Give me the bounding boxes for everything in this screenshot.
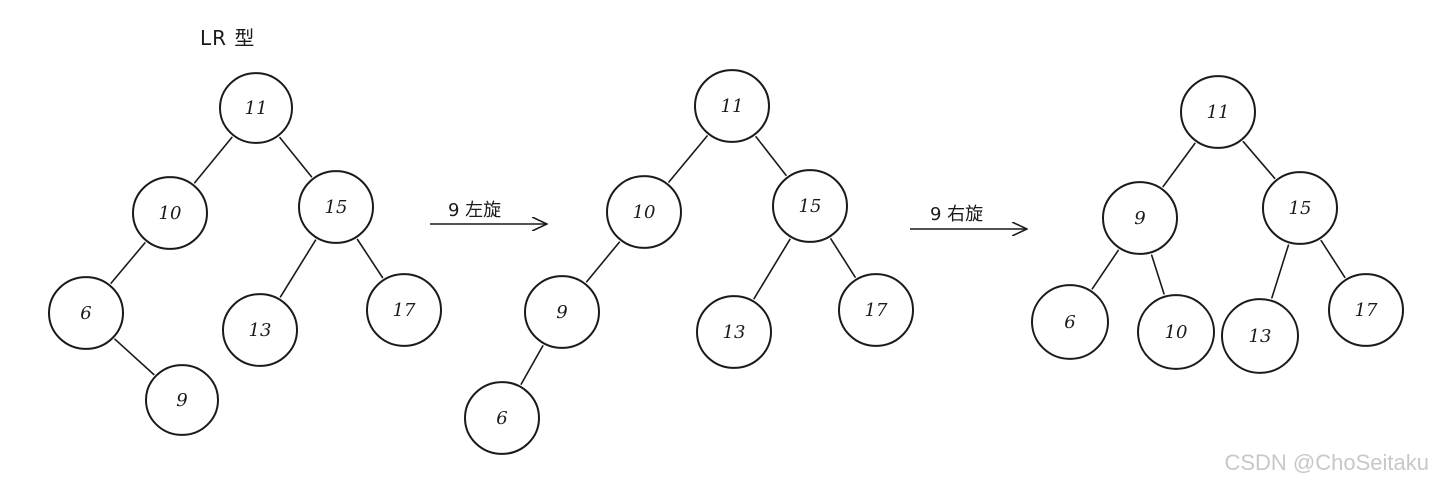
tree2-node-circle bbox=[464, 381, 540, 455]
tree3-node-label: 11 bbox=[1207, 102, 1230, 123]
tree2-edge-11-10 bbox=[668, 135, 708, 183]
tree3-edge-11-15 bbox=[1242, 140, 1276, 180]
tree1-node-circle bbox=[298, 170, 374, 244]
tree2-node-10: 10 bbox=[606, 175, 682, 249]
tree3-node-label: 13 bbox=[1249, 326, 1272, 347]
tree1-edge-11-10 bbox=[193, 136, 233, 184]
tree2-node-label: 13 bbox=[723, 322, 746, 343]
tree3-node-label: 10 bbox=[1165, 322, 1188, 343]
tree1-node-13: 13 bbox=[222, 293, 298, 367]
tree1-node-circle bbox=[132, 176, 208, 250]
tree1-node-label: 17 bbox=[393, 300, 416, 321]
tree2-node-circle bbox=[694, 69, 770, 143]
tree2-node-11: 11 bbox=[694, 69, 770, 143]
tree2-edge-10-9 bbox=[585, 241, 621, 283]
tree2-edge-15-17 bbox=[830, 238, 856, 278]
tree1-node-circle bbox=[222, 293, 298, 367]
tree3-node-circle bbox=[1180, 75, 1256, 149]
tree1-node-label: 11 bbox=[245, 98, 268, 119]
arrows-layer bbox=[430, 224, 1026, 229]
tree2-node-label: 10 bbox=[633, 202, 656, 223]
tree1-node-circle bbox=[145, 364, 219, 436]
tree1-node-11: 11 bbox=[219, 72, 293, 144]
tree2-node-17: 17 bbox=[838, 273, 914, 347]
tree3-node-label: 6 bbox=[1064, 312, 1075, 333]
step1-label: 9 左旋 bbox=[448, 200, 502, 221]
tree3-node-label: 17 bbox=[1355, 300, 1378, 321]
tree2-node-13: 13 bbox=[696, 295, 772, 369]
tree3-node-circle bbox=[1137, 294, 1215, 370]
tree1-node-6: 6 bbox=[48, 276, 124, 350]
step2-label: 9 右旋 bbox=[930, 204, 984, 225]
tree2-node-circle bbox=[606, 175, 682, 249]
tree2-node-circle bbox=[772, 169, 848, 243]
tree1-edge-15-17 bbox=[356, 238, 384, 279]
tree1-node-label: 10 bbox=[159, 203, 182, 224]
tree2-node-9: 9 bbox=[524, 275, 600, 349]
tree1-node-label: 15 bbox=[325, 197, 348, 218]
tree2-node-label: 17 bbox=[865, 300, 888, 321]
tree2-node-circle bbox=[524, 275, 600, 349]
watermark: CSDN @ChoSeitaku bbox=[1224, 450, 1429, 475]
tree3-edge-15-17 bbox=[1320, 239, 1346, 279]
tree2-node-15: 15 bbox=[772, 169, 848, 243]
tree3-node-10: 10 bbox=[1137, 294, 1215, 370]
tree2-node-6: 6 bbox=[464, 381, 540, 455]
tree3-edge-9-6 bbox=[1091, 249, 1119, 290]
tree3-edge-11-9 bbox=[1162, 142, 1196, 188]
tree2-node-label: 15 bbox=[799, 196, 822, 217]
tree1-edge-10-6 bbox=[110, 242, 146, 284]
tree2-node-label: 9 bbox=[556, 302, 567, 323]
tree2-node-label: 11 bbox=[721, 96, 744, 117]
edges-layer bbox=[110, 135, 1346, 385]
tree1-node-label: 9 bbox=[176, 390, 187, 411]
tree3-node-17: 17 bbox=[1328, 273, 1404, 347]
tree3-edge-9-10 bbox=[1150, 254, 1165, 295]
tree1-node-15: 15 bbox=[298, 170, 374, 244]
tree2-edge-15-13 bbox=[753, 238, 791, 300]
tree2-node-circle bbox=[838, 273, 914, 347]
tree1-node-17: 17 bbox=[366, 273, 442, 347]
tree3-node-circle bbox=[1221, 298, 1299, 374]
tree3-node-11: 11 bbox=[1180, 75, 1256, 149]
tree3-node-circle bbox=[1031, 284, 1109, 360]
tree3-edge-15-13 bbox=[1271, 244, 1290, 299]
tree3-node-label: 15 bbox=[1289, 198, 1312, 219]
tree1-node-circle bbox=[219, 72, 293, 144]
tree3-node-circle bbox=[1328, 273, 1404, 347]
tree1-edge-15-13 bbox=[279, 239, 317, 298]
nodes-layer: 11 10 15 6 9 13 17 11 10 15 9 6 13 17 11 9 15 6 10 13 17 bbox=[48, 69, 1404, 455]
diagram-title: LR 型 bbox=[200, 26, 256, 50]
tree2-node-label: 6 bbox=[496, 408, 507, 429]
tree3-node-6: 6 bbox=[1031, 284, 1109, 360]
tree1-edge-11-15 bbox=[279, 136, 313, 178]
tree2-node-circle bbox=[696, 295, 772, 369]
tree1-node-circle bbox=[366, 273, 442, 347]
tree2-edge-9-6 bbox=[520, 345, 544, 385]
tree3-node-9: 9 bbox=[1102, 181, 1178, 255]
tree3-node-circle bbox=[1102, 181, 1178, 255]
tree1-node-label: 13 bbox=[249, 320, 272, 341]
tree3-node-13: 13 bbox=[1221, 298, 1299, 374]
tree3-node-label: 9 bbox=[1134, 208, 1145, 229]
tree1-node-circle bbox=[48, 276, 124, 350]
tree1-node-10: 10 bbox=[132, 176, 208, 250]
tree2-edge-11-15 bbox=[755, 136, 787, 176]
tree1-edge-6-9 bbox=[114, 338, 155, 376]
tree1-node-9: 9 bbox=[145, 364, 219, 436]
tree3-node-circle bbox=[1262, 171, 1338, 245]
tree3-node-15: 15 bbox=[1262, 171, 1338, 245]
tree1-node-label: 6 bbox=[80, 303, 91, 324]
